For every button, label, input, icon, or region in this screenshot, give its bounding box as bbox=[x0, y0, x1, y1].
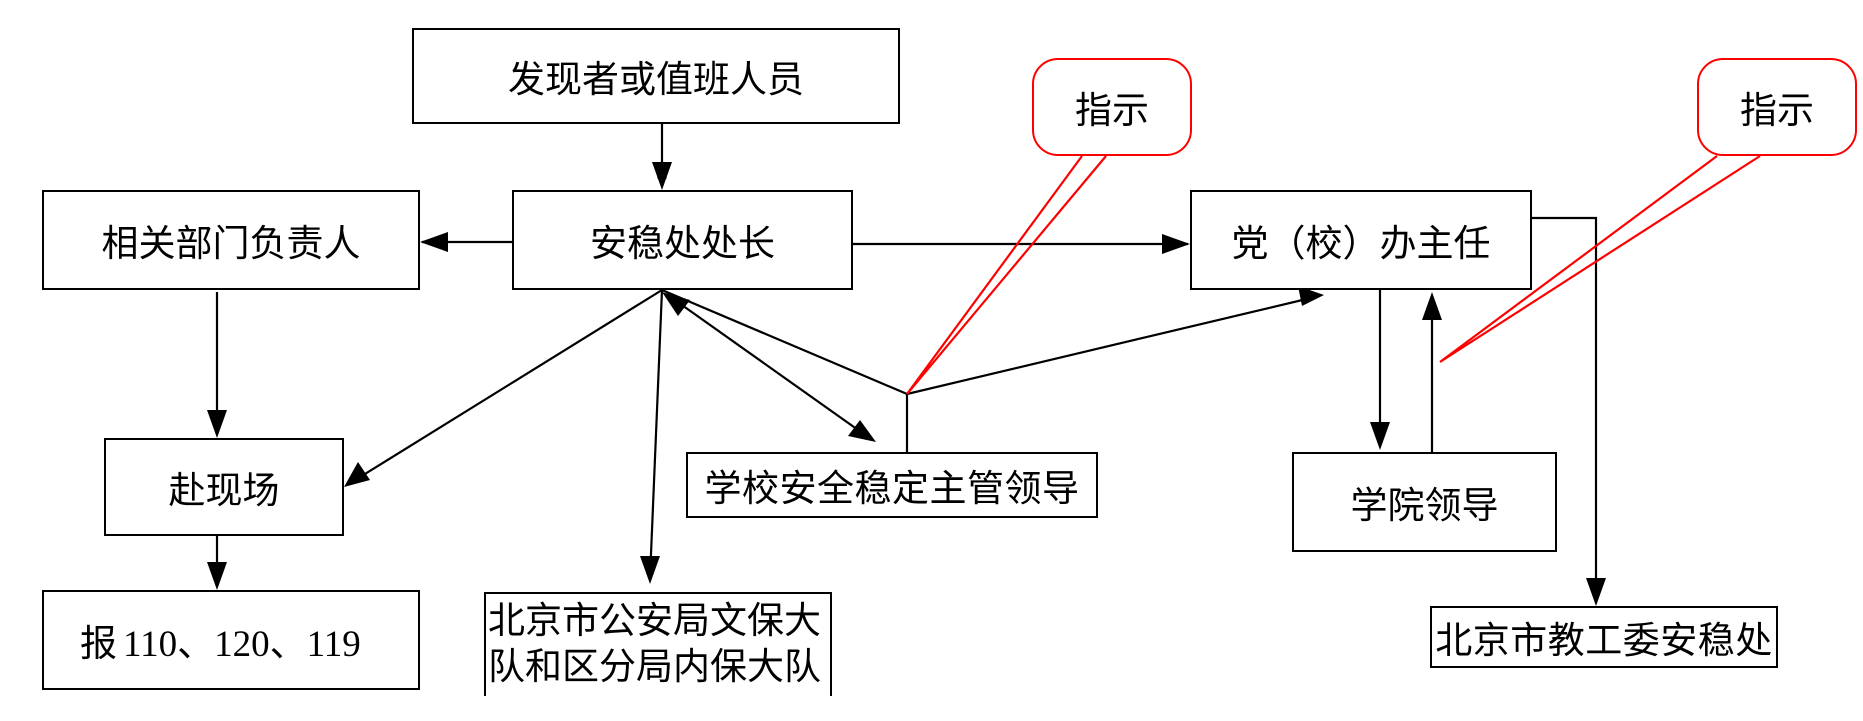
arrowhead bbox=[1586, 578, 1606, 606]
callout-instruct-1-label: 指示 bbox=[1075, 89, 1149, 132]
node-police: 北京市公安局文保大 队和区分局内保大队 bbox=[484, 592, 832, 696]
edge-director-to-scene bbox=[351, 289, 663, 483]
arrowhead bbox=[207, 562, 227, 590]
edge-partyoffice-to-edu bbox=[1532, 216, 1598, 600]
node-report-prefix: 报 bbox=[80, 622, 117, 665]
arrowhead bbox=[1162, 234, 1190, 254]
callout-instruct-2-label: 指示 bbox=[1740, 89, 1814, 132]
node-college-leader-label: 学院领导 bbox=[1350, 484, 1499, 527]
node-dept-head: 相关部门负责人 bbox=[42, 190, 420, 290]
node-education-committee: 北京市教工委安稳处 bbox=[1430, 606, 1778, 668]
arrowhead bbox=[640, 556, 660, 584]
callout-pointer-2 bbox=[1439, 155, 1761, 363]
node-college-leader: 学院领导 bbox=[1292, 452, 1557, 552]
node-discoverer-label: 发现者或值班人员 bbox=[508, 58, 804, 101]
arrowhead bbox=[207, 410, 227, 438]
node-security-director-label: 安稳处处长 bbox=[590, 222, 775, 265]
arrowhead bbox=[344, 462, 370, 487]
node-security-director: 安稳处处长 bbox=[512, 190, 853, 290]
edge-director-to-police bbox=[648, 289, 664, 579]
edge-schoolleader-to-partyoffice bbox=[906, 295, 1316, 396]
node-party-office-label: 党（校）办主任 bbox=[1231, 222, 1491, 265]
node-police-line1: 北京市公安局文保大 bbox=[488, 599, 821, 642]
node-to-scene: 赴现场 bbox=[104, 438, 344, 536]
edge-schoolleader-stem bbox=[661, 288, 909, 452]
callout-instruct-2: 指示 bbox=[1697, 58, 1857, 156]
arrowhead bbox=[1298, 286, 1324, 306]
node-to-scene-label: 赴现场 bbox=[168, 469, 280, 512]
node-school-leader: 学校安全稳定主管领导 bbox=[686, 452, 1098, 518]
node-report: 报 110、120、119 bbox=[42, 590, 420, 690]
arrowhead bbox=[1422, 292, 1442, 320]
arrowhead bbox=[420, 232, 448, 252]
arrowhead bbox=[652, 162, 672, 190]
node-dept-head-label: 相关部门负责人 bbox=[101, 222, 361, 265]
callout-instruct-1: 指示 bbox=[1032, 58, 1192, 156]
arrowhead bbox=[662, 292, 690, 316]
callout-pointer-1 bbox=[906, 155, 1107, 395]
arrowhead bbox=[1370, 422, 1390, 450]
node-police-line2: 队和区分局内保大队 bbox=[488, 645, 821, 688]
arrowhead bbox=[848, 420, 876, 442]
node-report-numbers: 110、120、119 bbox=[123, 624, 361, 665]
node-education-committee-label: 北京市教工委安稳处 bbox=[1435, 619, 1773, 662]
node-discoverer: 发现者或值班人员 bbox=[412, 28, 900, 124]
node-party-office: 党（校）办主任 bbox=[1190, 190, 1532, 290]
edge-director-schoolleader bbox=[671, 297, 869, 438]
node-school-leader-label: 学校安全稳定主管领导 bbox=[704, 467, 1080, 510]
